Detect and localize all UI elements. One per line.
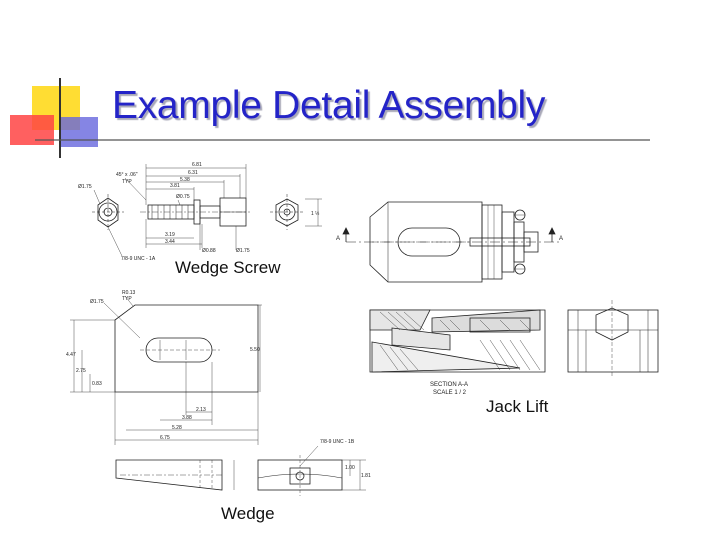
section-marker-left: A <box>336 236 340 242</box>
screw-side-view <box>140 197 250 227</box>
dim-3-81: 3.81 <box>170 183 180 189</box>
dim-side: 1 ½ <box>311 210 320 217</box>
dim-dia-075: Ø0.75 <box>176 194 190 200</box>
dim-dia-175-bot: Ø1.75 <box>236 248 250 254</box>
wedge-side-view <box>115 459 223 491</box>
dim-2-75: 2.75 <box>76 368 86 374</box>
jack-lift-top-view <box>342 201 560 283</box>
dim-6-75: 6.75 <box>160 435 170 441</box>
dim-dia-175: Ø1.75 <box>90 299 104 305</box>
screw-dimension-lines <box>93 164 247 257</box>
caption-wedge-screw: Wedge Screw <box>175 258 281 277</box>
section-label: SECTION A-A <box>430 382 468 388</box>
dim-thread-1a: 7/8-9 UNC - 1A <box>121 256 156 262</box>
caption-jack-lift: Jack Lift <box>486 397 549 416</box>
deco-blue-square <box>60 117 98 147</box>
dim-r013-typ: TYP <box>122 296 132 302</box>
dim-thread-1b: 7/8-9 UNC - 1B <box>320 439 355 445</box>
dim-dia-088: Ø0.88 <box>202 248 216 254</box>
dim-dia-175-top: Ø1.75 <box>78 184 92 190</box>
dim-3-44: 3.44 <box>165 239 175 245</box>
caption-wedge: Wedge <box>221 504 275 523</box>
slide-title: Example Detail Assembly <box>112 84 546 127</box>
wedge-top-dimension-lines <box>70 295 262 445</box>
screw-end-view-right <box>270 194 322 230</box>
screw-end-view-left <box>92 194 124 230</box>
dim-3-88: 3.88 <box>182 415 192 421</box>
dim-1-00: 1.00 <box>345 465 355 471</box>
dim-5-50: 5.50 <box>250 347 260 353</box>
wedge-top-outline <box>114 304 259 393</box>
dim-6-81: 6.81 <box>192 162 202 168</box>
scale-label: SCALE 1 / 2 <box>433 390 467 396</box>
jack-lift-section-view <box>369 309 546 373</box>
dim-chamfer: 45° x .06" <box>116 172 138 178</box>
dim-1-81: 1.81 <box>361 473 371 479</box>
jack-lift-end-view <box>567 300 659 378</box>
section-marker-right: A <box>559 236 563 242</box>
dim-r013: R0.13 <box>122 290 136 296</box>
dim-2-13: 2.13 <box>196 407 206 413</box>
dim-0-83: 0.83 <box>92 381 102 387</box>
dim-6-31: 6.31 <box>188 170 198 176</box>
dim-5-38: 5.38 <box>180 177 190 183</box>
dim-4-47: 4.47 <box>66 352 76 358</box>
dim-3-19: 3.19 <box>165 232 175 238</box>
dim-5-28: 5.28 <box>172 425 182 431</box>
dim-typ: TYP <box>122 179 132 185</box>
